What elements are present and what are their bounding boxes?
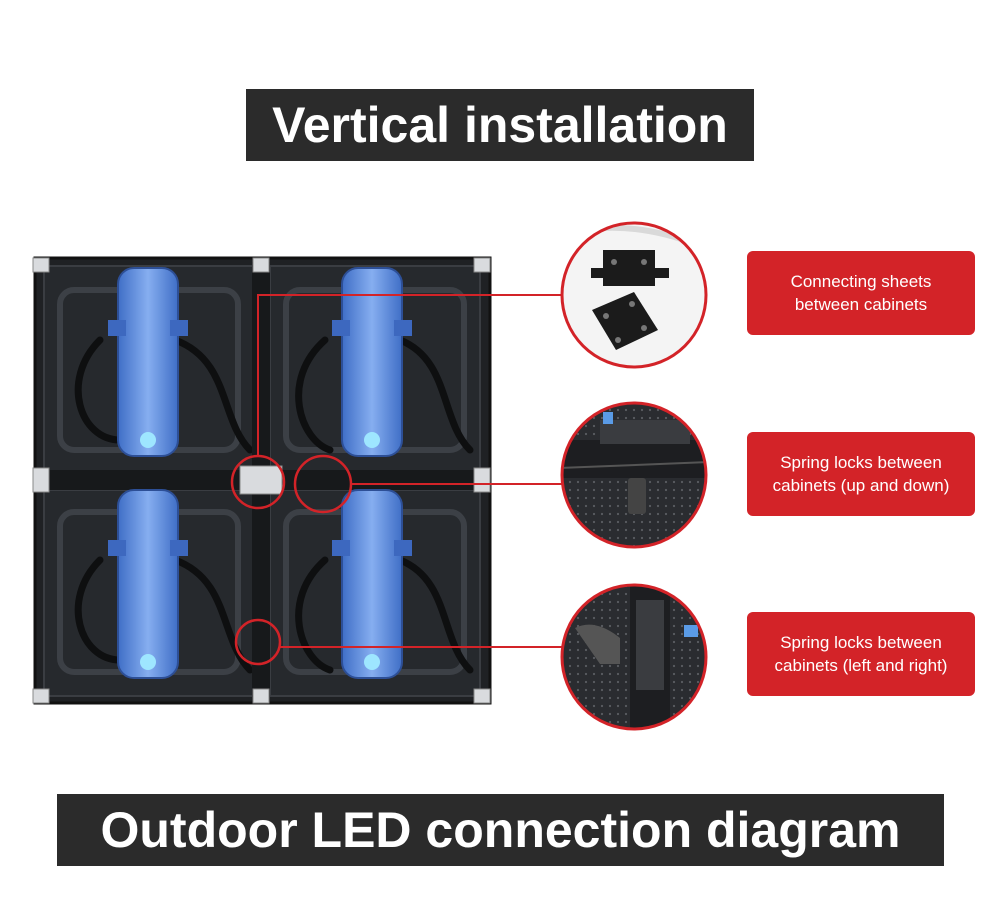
highlight-circle-lock-leftright [234, 618, 282, 666]
corner-brackets [32, 257, 491, 704]
module-hub [108, 267, 188, 457]
zoom-spring-lock-leftright [560, 583, 708, 731]
module-hub [332, 489, 412, 679]
led-cabinet-assembly [32, 256, 492, 705]
zoom-connecting-sheets [560, 221, 708, 369]
callout-spring-lock-updown: Spring locks between cabinets (up and do… [747, 432, 975, 516]
callout-connecting-sheets: Connecting sheets between cabinets [747, 251, 975, 335]
callout-line: cabinets (left and right) [774, 656, 948, 675]
callout-line: Connecting sheets [790, 272, 932, 291]
callout-line: Spring locks between [780, 633, 942, 652]
callout-line: cabinets (up and down) [772, 476, 950, 495]
callout-line: between cabinets [794, 295, 928, 314]
diagram-caption: Outdoor LED connection diagram [57, 794, 944, 866]
callout-line: Spring locks between [780, 453, 942, 472]
module-hub [108, 489, 188, 679]
leader-lines [257, 294, 562, 648]
diagram-title: Vertical installation [246, 89, 754, 161]
callout-spring-lock-leftright: Spring locks between cabinets (left and … [747, 612, 975, 696]
module-hub [332, 267, 412, 457]
zoom-spring-lock-updown [560, 401, 708, 549]
